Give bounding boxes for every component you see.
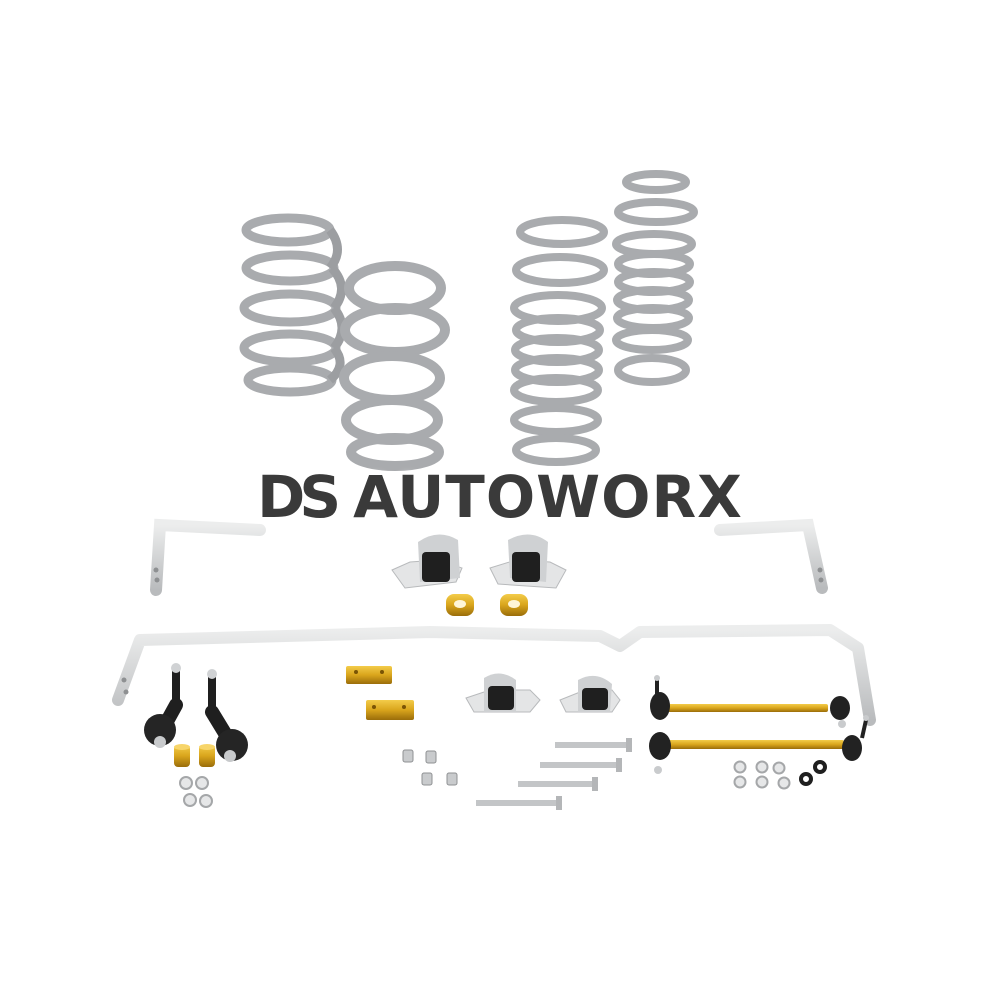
gold-clamps (446, 594, 528, 616)
bushing-mount-lower-left (465, 673, 541, 713)
end-link-left-1 (144, 663, 183, 748)
adjustable-link-lower (649, 715, 869, 774)
nuts (402, 749, 458, 786)
gold-brackets (346, 666, 414, 720)
watermark-ds: DS (257, 463, 341, 531)
upper-sway-bar (150, 518, 828, 596)
coil-spring-3 (510, 216, 608, 466)
adjustable-link-upper (650, 675, 850, 728)
washers-left (179, 776, 213, 808)
bushing-mount-upper-left (391, 534, 463, 589)
rubber-grommets (799, 760, 827, 786)
watermark-autoworx: AUTOWORX (353, 463, 743, 531)
brand-watermark: DS AUTOWORX (257, 466, 742, 528)
bolts (476, 738, 632, 810)
coil-spring-4 (612, 170, 698, 386)
washers-right (733, 760, 791, 790)
gold-spacers (174, 744, 215, 767)
bushing-mount-upper-right (489, 534, 567, 589)
lower-sway-bar (112, 624, 876, 726)
coil-spring-1 (239, 213, 347, 397)
bushing-mount-lower-right (559, 675, 621, 713)
end-link-left-2 (205, 669, 248, 762)
coil-spring-2 (339, 261, 450, 471)
